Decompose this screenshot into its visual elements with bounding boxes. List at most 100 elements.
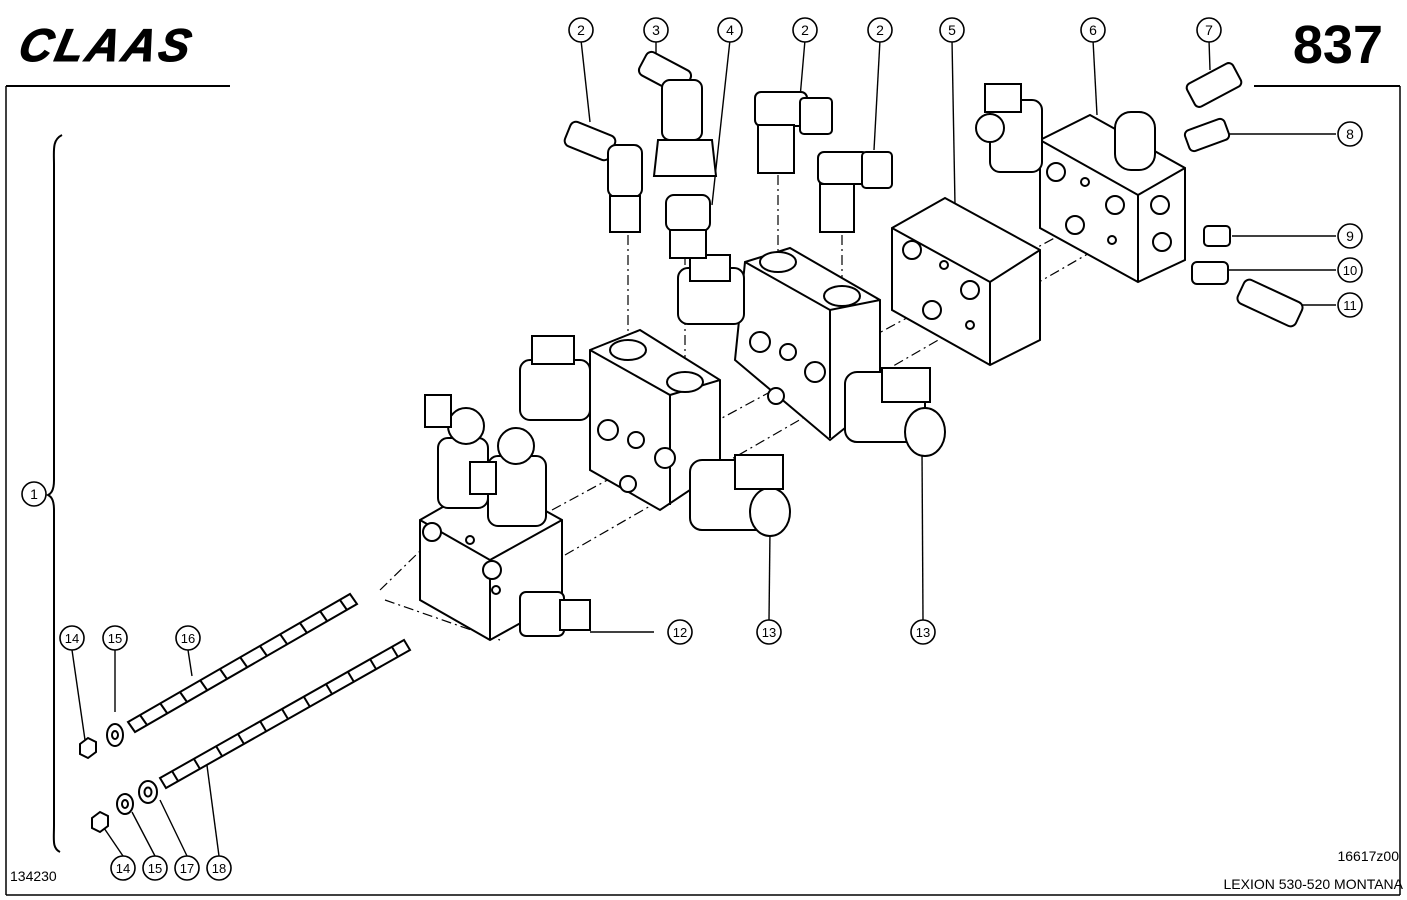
threaded-rod-18: [158, 638, 412, 790]
callout-label: 13: [916, 625, 930, 640]
nut-14a: [79, 736, 97, 760]
model-name: LEXION 530-520 MONTANA: [1223, 876, 1403, 892]
fitting-8: [1183, 117, 1231, 153]
callout-4: 4: [717, 17, 743, 43]
callout-circle: [110, 855, 136, 881]
callout-label: 9: [1346, 228, 1354, 244]
leader-2c: [873, 39, 881, 151]
fitting-7: [1185, 62, 1243, 108]
intermediate-plate: [891, 196, 1041, 367]
callout-circle: [59, 625, 85, 651]
valve-section-b: [677, 246, 946, 457]
leader-14a: [71, 649, 86, 741]
callout-label: 2: [577, 22, 585, 38]
callout-circle: [1196, 17, 1222, 43]
callout-circle: [792, 17, 818, 43]
page-number: 837: [1292, 15, 1383, 75]
callout-label: 7: [1205, 22, 1213, 38]
callout-label: 14: [65, 631, 79, 646]
callout-12: 12: [667, 619, 693, 645]
callout-label: 4: [726, 22, 734, 38]
leader-7: [1208, 39, 1211, 71]
washer-15a-hole: [111, 730, 119, 740]
callout-7: 7: [1196, 17, 1222, 43]
callout-circle: [174, 855, 200, 881]
callout-label: 15: [148, 861, 162, 876]
leader-18: [205, 757, 220, 857]
leader-2a: [580, 39, 591, 123]
callout-circle: [756, 619, 782, 645]
callout-11: 11: [1337, 292, 1363, 318]
callout-label: 13: [762, 625, 776, 640]
leader-16: [187, 649, 193, 677]
callout-16: 16: [175, 625, 201, 651]
callout-circle: [1080, 17, 1106, 43]
valve-section-a: [519, 328, 791, 537]
straight-fitting-4: [665, 194, 711, 259]
washer-15b-hole: [121, 799, 129, 809]
callout-label: 14: [116, 861, 130, 876]
callout-circle: [643, 17, 669, 43]
axis-rod-upper-left: [379, 479, 494, 591]
leader-14b: [103, 827, 124, 857]
washer-17-hole: [143, 786, 153, 798]
callout-label: 3: [652, 22, 660, 38]
callout-circle: [867, 17, 893, 43]
callout-circle: [175, 625, 201, 651]
callout-14: 14: [110, 855, 136, 881]
figure-code: 16617z00: [1337, 848, 1399, 864]
callout-label: 1: [30, 486, 38, 502]
pressure-block: [975, 83, 1186, 284]
callout-circle: [939, 17, 965, 43]
callout-circle: [21, 481, 47, 507]
callout-13: 13: [910, 619, 936, 645]
callout-18: 18: [206, 855, 232, 881]
callout-6: 6: [1080, 17, 1106, 43]
callout-circle: [1337, 257, 1363, 283]
callout-label: 2: [876, 22, 884, 38]
callout-circle: [102, 625, 128, 651]
callout-circle: [910, 619, 936, 645]
callout-label: 17: [180, 861, 194, 876]
callout-10: 10: [1337, 257, 1363, 283]
callout-3: 3: [643, 17, 669, 43]
callout-label: 8: [1346, 126, 1354, 142]
callout-15: 15: [142, 855, 168, 881]
callout-1: 1: [21, 481, 47, 507]
leader-15b: [131, 811, 156, 857]
callout-label: 15: [108, 631, 122, 646]
callout-8: 8: [1337, 121, 1363, 147]
callout-circle: [1337, 223, 1363, 249]
callout-15: 15: [102, 625, 128, 651]
callout-label: 5: [948, 22, 956, 38]
nut-14b: [91, 810, 109, 834]
callout-14: 14: [59, 625, 85, 651]
elbow-fitting-3: [637, 50, 718, 177]
fitting-11: [1236, 278, 1304, 328]
end-valve-block: [419, 394, 591, 642]
drawing-id: 134230: [10, 868, 57, 884]
callout-circle: [1337, 292, 1363, 318]
callout-circle: [717, 17, 743, 43]
callout-circle: [667, 619, 693, 645]
leader-5: [951, 39, 956, 206]
leader-13b: [921, 449, 924, 621]
assembly-bracket: [45, 134, 63, 853]
leader-13a: [768, 529, 771, 621]
callout-9: 9: [1337, 223, 1363, 249]
callout-2: 2: [792, 17, 818, 43]
callout-circle: [1337, 121, 1363, 147]
callout-circle: [142, 855, 168, 881]
callout-17: 17: [174, 855, 200, 881]
callout-13: 13: [756, 619, 782, 645]
callout-circle: [206, 855, 232, 881]
elbow-fitting-2c: [817, 151, 893, 233]
callout-label: 18: [212, 861, 226, 876]
elbow-fitting-2a: [563, 120, 643, 233]
callout-label: 11: [1343, 298, 1357, 313]
callout-2: 2: [568, 17, 594, 43]
leader-17: [159, 799, 188, 857]
elbow-fitting-2b: [754, 91, 833, 174]
plug-9: [1203, 225, 1231, 247]
